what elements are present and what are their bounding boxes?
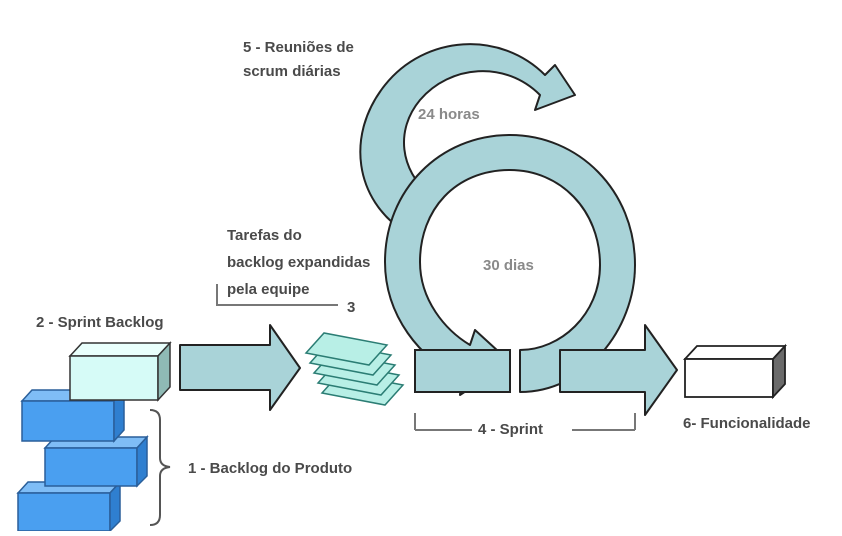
sprint-label: 4 - Sprint (478, 421, 544, 438)
tasks-label-line3: pela equipe (227, 281, 310, 298)
backlog-block (16, 480, 122, 533)
feature-label: 6- Funcionalidade (683, 415, 811, 432)
daily-scrum-loop (359, 43, 576, 233)
sprint-to-feature-arrow (559, 324, 678, 416)
task-sheets-stack (304, 332, 405, 406)
tasks-bracket (216, 284, 338, 306)
product-backlog-brace (149, 409, 171, 526)
days-label: 30 dias (483, 257, 534, 274)
daily-scrum-label-line1: 5 - Reuniões de (243, 39, 354, 56)
feature-block (682, 343, 788, 400)
sprint-base-bar (414, 349, 511, 393)
hours-label: 24 horas (418, 106, 480, 123)
product-backlog-blocks (16, 388, 149, 533)
daily-scrum-label-line2: scrum diárias (243, 63, 341, 80)
sprint-backlog-block (68, 341, 172, 402)
product-backlog-label: 1 - Backlog do Produto (188, 460, 353, 477)
backlog-to-tasks-arrow (179, 324, 301, 411)
tasks-label-line1: Tarefas do (227, 227, 302, 244)
sprint-bracket (414, 413, 636, 431)
step-3-label: 3 (347, 299, 356, 316)
backlog-block (43, 435, 149, 488)
sprint-backlog-label: 2 - Sprint Backlog (36, 314, 164, 331)
tasks-label-line2: backlog expandidas (227, 254, 371, 271)
